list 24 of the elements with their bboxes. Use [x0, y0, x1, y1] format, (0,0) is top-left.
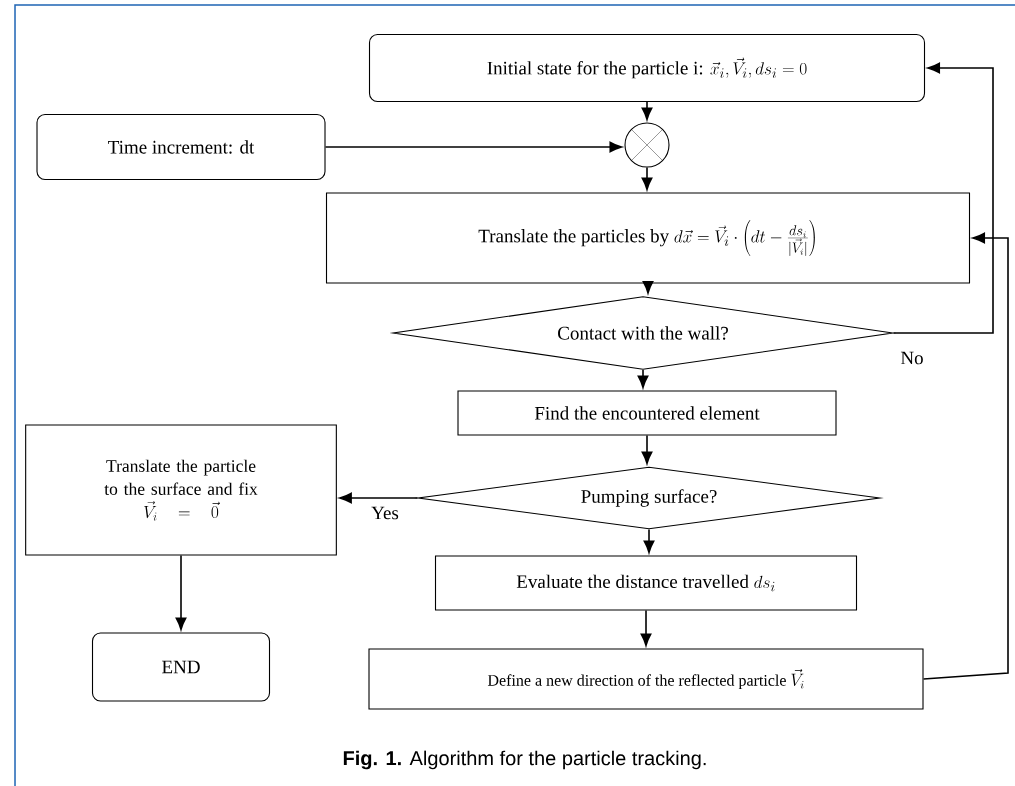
edge-label: No [899, 350, 925, 366]
multiply-junction [624, 122, 670, 168]
process-box: Translate the particle to the surface and fix $\vec{V}_i=\vec{0}$ [25, 424, 337, 556]
arrow [641, 101, 653, 121]
arrow [339, 492, 419, 504]
arrow [642, 280, 654, 294]
process-box: Evaluate the distance travelled $ds_i$ [434, 555, 858, 611]
caption: Fig. 1. Algorithm for the particle tracking. [343, 750, 706, 770]
arrow [922, 232, 1009, 680]
arrow [637, 369, 649, 389]
arrow [324, 141, 623, 153]
arrow [640, 609, 652, 647]
process-box: Translate the particles by $d\vec{x}=\vec{V}_i\cdot\left(dt-\frac{ds_i}{|\vec{V}_i|}\right)$ [325, 192, 971, 284]
arrow [641, 166, 653, 191]
arrow [641, 434, 653, 465]
arrow [892, 62, 994, 334]
arrow [175, 554, 187, 631]
process-box: Find the encountered element [457, 390, 837, 436]
end-box: END [91, 632, 271, 702]
arrow [643, 528, 655, 554]
input-box: Time increment: dt [36, 113, 326, 181]
process-box: Define a new direction of the reflected particle $\vec{V}_i$ [368, 648, 924, 710]
edge-label: Yes [370, 505, 400, 521]
start-box: Initial state for the particle i: $\vec{x}_i,\vec{V}_i,ds_i=0$ [368, 33, 926, 103]
